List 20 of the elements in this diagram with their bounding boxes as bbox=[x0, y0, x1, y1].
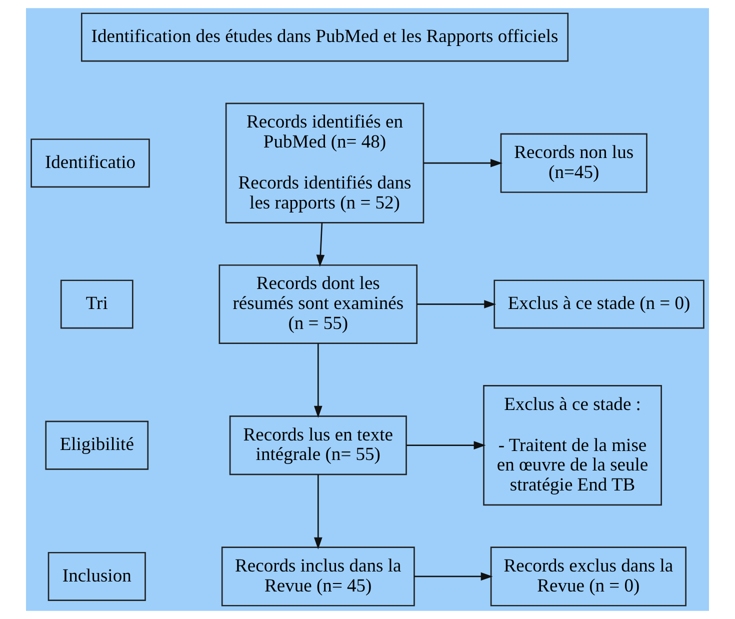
node-box: Eligibilité bbox=[45, 420, 149, 470]
arrow bbox=[416, 300, 496, 308]
node-box: Inclusion bbox=[48, 552, 146, 601]
node-box: Records inclus dans la Revue (n= 45) bbox=[221, 546, 415, 606]
arrow bbox=[414, 572, 493, 581]
node-box: Identification des études dans PubMed et les Rapports officiels bbox=[80, 12, 569, 62]
node-box: Exclus à ce stade : - Traitent de la mise en œuvre de la seule stratégie End TB bbox=[483, 385, 662, 506]
node-box: Records dont les résumés sont examinés (n = 55) bbox=[218, 264, 418, 344]
node-box: Records exclus dans la Revue (n = 0) bbox=[490, 546, 686, 606]
arrow bbox=[424, 158, 502, 168]
node-box: Exclus à ce stade (n = 0) bbox=[494, 280, 704, 329]
arrow bbox=[406, 441, 486, 450]
node-box: Identificatio bbox=[30, 138, 150, 188]
node-box: Records non lus (n=45) bbox=[500, 133, 648, 193]
node-box: Tri bbox=[60, 280, 134, 329]
arrow bbox=[314, 474, 322, 550]
arrow bbox=[316, 222, 325, 267]
arrow bbox=[314, 343, 322, 418]
node-box: Records identifiés en PubMed (n= 48) Records identifiés dans les rapports (n = 52) bbox=[225, 102, 424, 224]
node-box: Records lus en texte intégrale (n= 55) bbox=[229, 416, 407, 476]
